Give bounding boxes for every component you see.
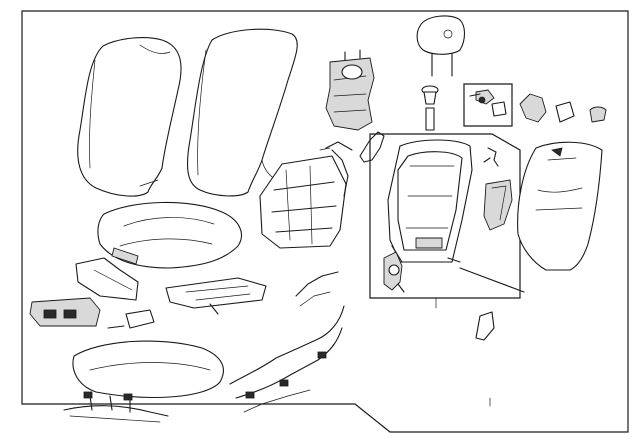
seat-cushion-pad[interactable]: [97, 201, 242, 269]
diagram-border: [21, 10, 629, 433]
lower-cushion-cover[interactable]: [72, 340, 224, 398]
seat-wire-harness[interactable]: [229, 271, 345, 413]
cushion-pan[interactable]: [75, 257, 139, 301]
side-trim[interactable]: [483, 179, 513, 231]
headrest[interactable]: [416, 15, 466, 77]
seat-frame[interactable]: [259, 141, 353, 249]
clip-kit[interactable]: [463, 83, 513, 127]
track-cover[interactable]: [107, 309, 155, 329]
headrest-guide[interactable]: [421, 85, 439, 131]
seatback-frame[interactable]: [387, 139, 473, 263]
switch-bezel[interactable]: [29, 297, 101, 327]
trim-clip[interactable]: [519, 93, 607, 123]
seat-cushion-cover[interactable]: [77, 37, 182, 197]
lumbar-support[interactable]: [325, 49, 375, 131]
wire-clips[interactable]: [483, 147, 499, 167]
trim-bracket-lower[interactable]: [475, 311, 495, 341]
seat-heater-pad[interactable]: [165, 277, 267, 315]
seatback-wire-harness[interactable]: [319, 147, 349, 197]
support-rod[interactable]: [459, 267, 525, 293]
seatback-panel[interactable]: [517, 141, 603, 271]
seatback-cover[interactable]: [186, 28, 298, 197]
harness-bundle[interactable]: [63, 391, 169, 423]
trim-bracket[interactable]: [359, 131, 385, 163]
recliner-motor[interactable]: [383, 251, 405, 293]
